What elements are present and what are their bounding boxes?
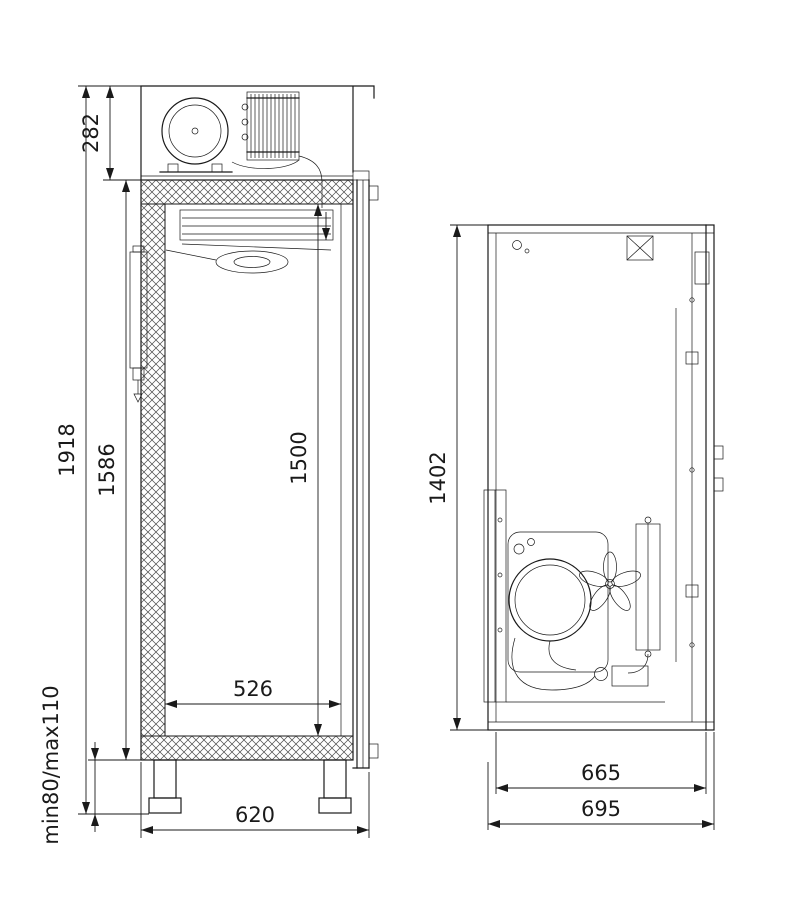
dim-label-leg-height: min80/max110	[39, 685, 63, 844]
legs	[148, 759, 352, 814]
top-fittings	[512, 235, 710, 285]
insulation-back	[140, 203, 166, 737]
evaporator-unit	[165, 209, 334, 274]
compressor	[508, 558, 592, 642]
dim-label-interior-height: 1500	[287, 431, 311, 484]
right-section-view: 1402 665 695	[426, 224, 724, 830]
door-hinge-bottom	[368, 743, 379, 759]
dim-label-interior-depth: 526	[233, 677, 273, 701]
dim-label-overall-width: 695	[581, 797, 621, 821]
left-section-view: 1918 282 1586 min80/max110 620 526 1500	[39, 85, 379, 845]
door-hinge-top	[368, 185, 379, 201]
condenser	[635, 516, 661, 658]
dimensions-right-view: 1402 665 695	[426, 224, 715, 830]
dim-label-compartment-height: 282	[79, 113, 103, 153]
door-panel	[352, 170, 379, 769]
condenser-coil	[241, 91, 300, 161]
compressor	[159, 97, 233, 173]
dimensions-left-view: 1918 282 1586 min80/max110 620 526 1500	[39, 85, 370, 845]
dim-label-right-overall-height: 1402	[426, 451, 450, 504]
heat-exchanger	[129, 245, 148, 403]
insulation-bottom	[140, 735, 354, 761]
condensing-unit	[483, 489, 665, 703]
junction-box	[626, 235, 654, 261]
filter-drier	[594, 667, 608, 681]
door-hardware	[713, 445, 724, 492]
door-inner-panel	[675, 224, 707, 731]
dim-label-overall-height: 1918	[55, 423, 79, 476]
dim-label-body-height: 1586	[95, 443, 119, 496]
insulation-top	[140, 179, 354, 205]
dim-label-inner-width: 665	[581, 761, 621, 785]
condenser-fan	[579, 551, 641, 611]
dim-label-overall-depth: 620	[235, 803, 275, 827]
cabinet-body	[140, 179, 354, 761]
unit-piping	[511, 637, 649, 691]
